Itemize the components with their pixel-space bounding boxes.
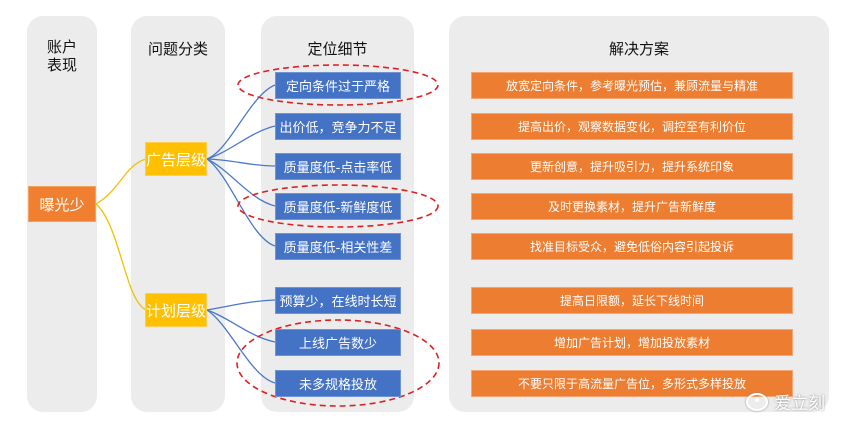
detail-item: 质量度低-新鲜度低 — [275, 193, 401, 220]
solution-item: 增加广告计划，增加投放素材 — [471, 329, 793, 356]
solution-item: 更新创意，提升吸引力，提升系统印象 — [471, 153, 793, 180]
solution-item: 不要只限于高流量广告位，多形式多样投放 — [471, 370, 793, 397]
connector-cat1-d3 — [206, 158, 276, 167]
watermark: 爱立刻 — [746, 389, 825, 414]
locate-header: 定位细节 — [307, 40, 368, 58]
problem-panel — [131, 16, 225, 412]
connector-root-category2 — [95, 203, 147, 311]
connector-cat1-d5 — [206, 158, 276, 247]
detail-item: 预算少，在线时长短 — [275, 287, 401, 314]
detail-item: 质量度低-点击率低 — [275, 153, 401, 180]
connector-cat2-d6 — [206, 299, 276, 311]
detail-item: 质量度低-相关性差 — [275, 233, 401, 260]
detail-item: 上线广告数少 — [275, 329, 401, 356]
account-header: 账户 表现 — [46, 38, 77, 74]
detail-item: 定向条件过于严格 — [275, 72, 401, 99]
highlight-ellipse-3 — [236, 319, 440, 407]
detail-item: 出价低，竞争力不足 — [275, 113, 401, 140]
category-plan-level: 计划层级 — [145, 293, 207, 327]
highlight-ellipse-1 — [237, 64, 439, 106]
root-node: 曝光少 — [28, 186, 96, 222]
connector-cat1-d4 — [206, 158, 276, 207]
watermark-text: 爱立刻 — [774, 394, 825, 414]
connector-cat1-d1 — [206, 84, 276, 160]
detail-item: 未多规格投放 — [275, 370, 401, 397]
connector-root-category1 — [95, 158, 147, 205]
highlight-ellipse-2 — [237, 184, 439, 228]
category-ad-level: 广告层级 — [145, 142, 207, 176]
solution-item: 提高日限额，延长下线时间 — [471, 287, 793, 314]
solution-header: 解决方案 — [608, 40, 669, 58]
problem-header: 问题分类 — [147, 40, 208, 58]
solution-item: 及时更换素材，提升广告新鲜度 — [471, 193, 793, 220]
solution-item: 找准目标受众，避免低俗内容引起投诉 — [471, 233, 793, 260]
solution-item: 提高出价，观察数据变化，调控至有利价位 — [471, 113, 793, 140]
connector-cat2-d7 — [206, 309, 276, 343]
connector-cat1-d2 — [206, 125, 276, 160]
solution-item: 放宽定向条件，参考曝光预估，兼顾流量与精准 — [471, 72, 793, 99]
wechat-icon — [746, 392, 768, 411]
connector-cat2-d8 — [206, 309, 276, 384]
